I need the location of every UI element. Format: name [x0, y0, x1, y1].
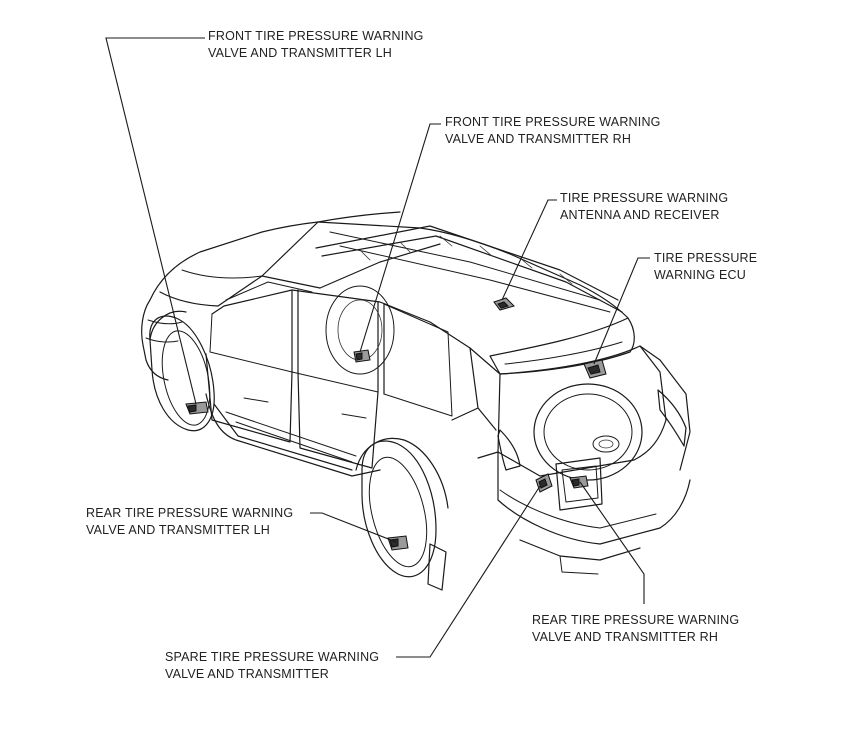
callout-rear-rh: REAR TIRE PRESSURE WARNING VALVE AND TRA…	[532, 612, 739, 646]
component-rear-rh-transmitter	[569, 475, 589, 489]
callout-front-rh-line2: VALVE AND TRANSMITTER RH	[445, 132, 632, 146]
callout-antenna: TIRE PRESSURE WARNING ANTENNA AND RECEIV…	[560, 190, 728, 224]
callout-antenna-line2: ANTENNA AND RECEIVER	[560, 208, 720, 222]
callout-rear-lh-line2: VALVE AND TRANSMITTER LH	[86, 523, 271, 537]
leader-front-rh	[359, 123, 441, 353]
callout-front-rh-line1: FRONT TIRE PRESSURE WARNING	[445, 115, 661, 129]
callout-spare-line2: VALVE AND TRANSMITTER	[165, 667, 329, 681]
vehicle-body	[141, 211, 691, 591]
component-spare-transmitter	[535, 473, 553, 493]
callout-rear-rh-line1: REAR TIRE PRESSURE WARNING	[532, 613, 740, 627]
component-warning-ecu	[583, 359, 607, 379]
callout-front-lh: FRONT TIRE PRESSURE WARNING VALVE AND TR…	[208, 28, 424, 62]
callout-spare-line1: SPARE TIRE PRESSURE WARNING	[165, 650, 380, 664]
leader-spare	[396, 485, 541, 658]
callout-antenna-line1: TIRE PRESSURE WARNING	[560, 191, 729, 205]
callout-rear-lh: REAR TIRE PRESSURE WARNING VALVE AND TRA…	[86, 505, 293, 539]
callout-ecu: TIRE PRESSURE WARNING ECU	[654, 250, 757, 284]
component-rear-lh-transmitter	[387, 535, 409, 551]
callout-front-lh-line1: FRONT TIRE PRESSURE WARNING	[208, 29, 424, 43]
callout-spare: SPARE TIRE PRESSURE WARNING VALVE AND TR…	[165, 649, 379, 683]
leader-antenna	[501, 199, 557, 301]
leader-ecu	[593, 257, 650, 365]
callout-front-lh-line2: VALVE AND TRANSMITTER LH	[208, 46, 393, 60]
callout-rear-rh-line2: VALVE AND TRANSMITTER RH	[532, 630, 719, 644]
component-front-lh-transmitter	[185, 401, 209, 415]
component-front-rh-transmitter	[353, 349, 371, 363]
component-antenna-receiver	[493, 297, 515, 311]
leader-rear-lh	[310, 512, 397, 543]
callout-rear-lh-line1: REAR TIRE PRESSURE WARNING	[86, 506, 294, 520]
callout-front-rh: FRONT TIRE PRESSURE WARNING VALVE AND TR…	[445, 114, 661, 148]
callout-ecu-line2: WARNING ECU	[654, 268, 747, 282]
callout-ecu-line1: TIRE PRESSURE	[654, 251, 758, 265]
leader-lines	[105, 37, 650, 658]
leader-rear-rh	[579, 481, 645, 604]
leader-front-lh	[105, 37, 205, 405]
